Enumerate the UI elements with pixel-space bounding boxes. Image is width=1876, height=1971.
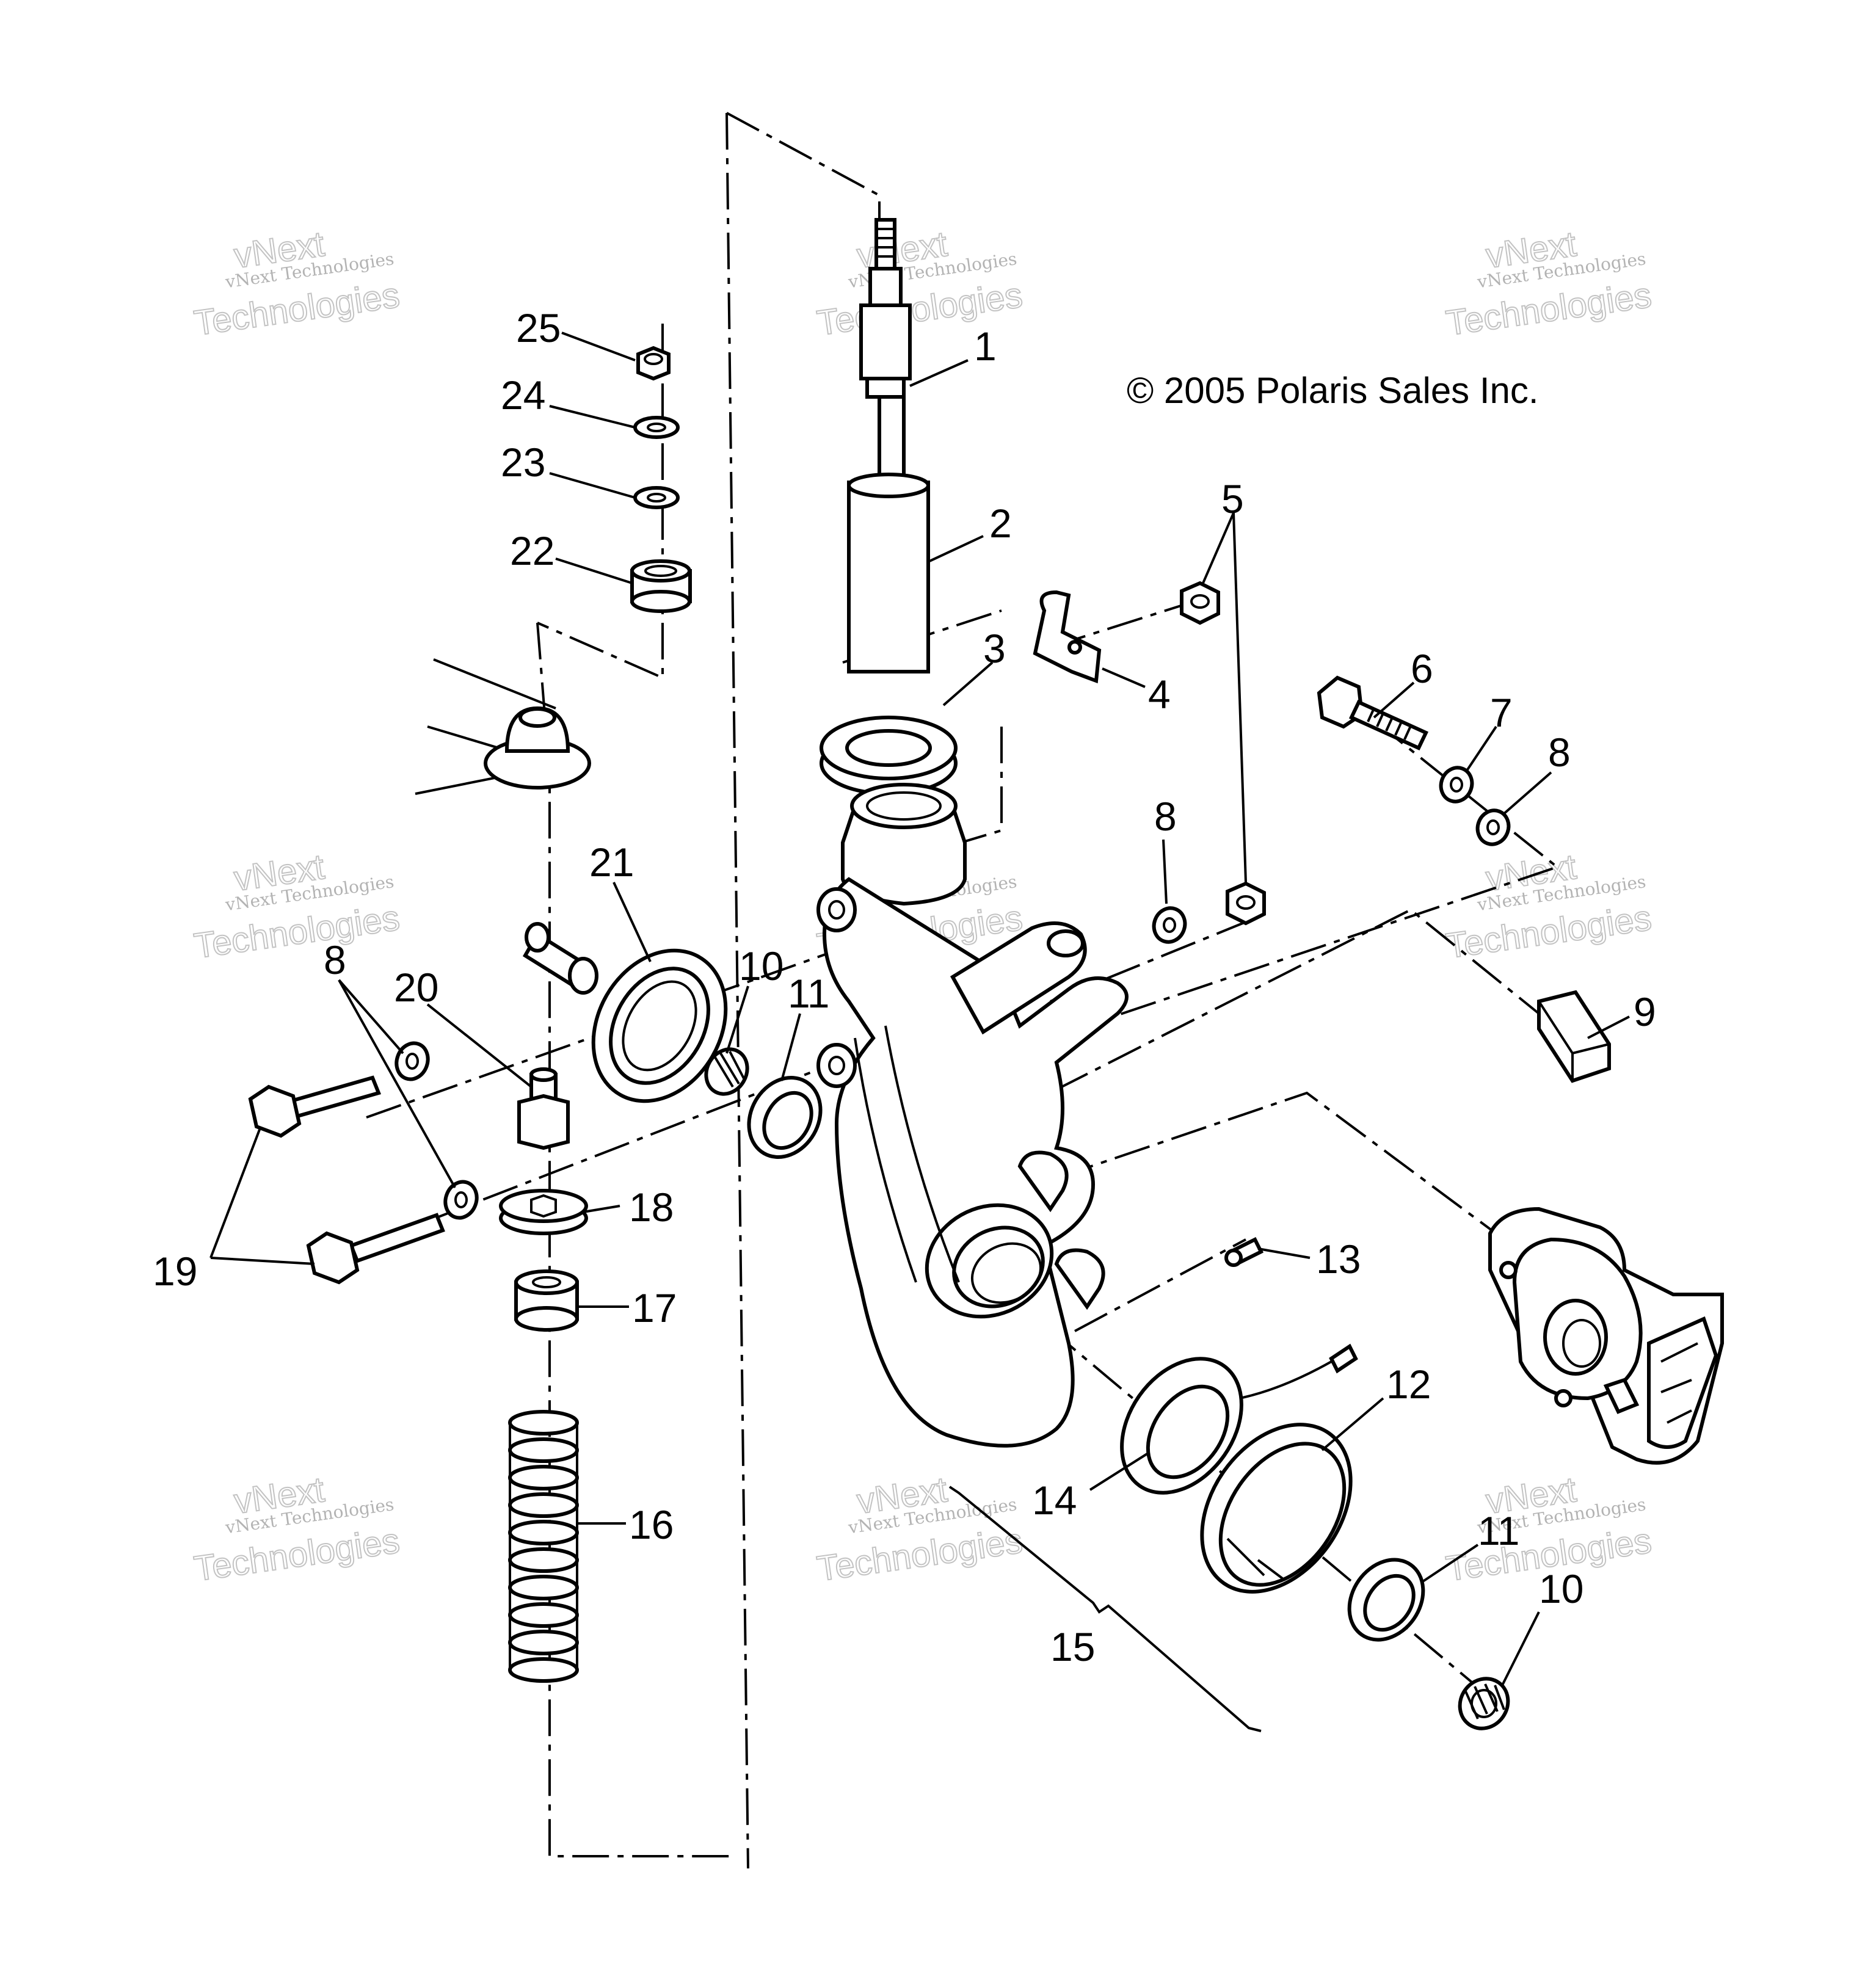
fitting-20 bbox=[517, 1067, 570, 1150]
callout-3: 3 bbox=[983, 626, 1006, 671]
washer-24 bbox=[633, 416, 680, 439]
callout-21: 21 bbox=[589, 840, 634, 885]
watermark-8: vNext vNext Technologies Technologies bbox=[814, 1469, 1025, 1589]
callout-23: 23 bbox=[501, 440, 545, 485]
centerline-vertical-main bbox=[725, 112, 749, 1869]
callout-8-right: 8 bbox=[1548, 730, 1571, 775]
bolt-6 bbox=[1317, 675, 1429, 750]
bracket bbox=[1033, 590, 1102, 684]
bolt-19-lower bbox=[306, 1213, 445, 1285]
upper-mount bbox=[415, 658, 591, 795]
race-12 bbox=[1200, 1423, 1353, 1594]
bushing-22 bbox=[630, 559, 692, 613]
callout-11-upper: 11 bbox=[788, 971, 830, 1016]
svg-text:Technologies: Technologies bbox=[1444, 275, 1654, 343]
svg-text:Technologies: Technologies bbox=[1444, 898, 1654, 966]
callout-4: 4 bbox=[1148, 672, 1171, 717]
callout-20: 20 bbox=[394, 965, 438, 1010]
nut-top bbox=[1180, 581, 1220, 625]
centerline-bolt6 bbox=[976, 719, 1560, 1064]
watermark-7: vNext vNext Technologies Technologies bbox=[191, 1469, 402, 1589]
cap-ring bbox=[820, 716, 958, 796]
spring-16 bbox=[508, 1410, 579, 1683]
watermark-3: vNext vNext Technologies Technologies bbox=[1443, 223, 1654, 344]
callout-8-middle: 8 bbox=[1154, 794, 1177, 839]
leader-lines bbox=[209, 332, 1630, 1686]
centerline-washers-22 bbox=[537, 324, 664, 680]
callout-11-lower: 11 bbox=[1478, 1508, 1520, 1553]
callout-7: 7 bbox=[1490, 690, 1513, 735]
washer-8-right bbox=[1475, 808, 1511, 846]
centerline-caliper bbox=[1001, 1091, 1522, 1253]
bearing-cone-10-lower bbox=[1458, 1677, 1510, 1730]
seal-21 bbox=[591, 948, 728, 1103]
callout-22: 22 bbox=[510, 528, 554, 573]
race-11-lower bbox=[1347, 1558, 1425, 1642]
callout-10-lower: 10 bbox=[1539, 1566, 1583, 1611]
callout-1: 1 bbox=[974, 324, 997, 369]
washer-8-middle bbox=[1152, 906, 1187, 944]
sensor-13 bbox=[1160, 1236, 1358, 1404]
watermark-4: vNext vNext Technologies Technologies bbox=[191, 846, 402, 967]
callout-8-left: 8 bbox=[324, 937, 346, 982]
washer-8-left-bottom bbox=[443, 1180, 479, 1220]
watermark-1: vNext vNext Technologies Technologies bbox=[191, 223, 402, 344]
washer-23 bbox=[633, 486, 680, 509]
callout-15: 15 bbox=[1050, 1624, 1095, 1669]
callout-10-upper: 10 bbox=[739, 943, 783, 989]
centerline-sensor13 bbox=[1074, 1238, 1246, 1332]
block-9 bbox=[1537, 990, 1611, 1083]
callout-12: 12 bbox=[1386, 1362, 1431, 1407]
spring-cap-18 bbox=[499, 1189, 588, 1235]
callout-5: 5 bbox=[1221, 476, 1244, 521]
callout-9: 9 bbox=[1634, 989, 1656, 1034]
seal-14 bbox=[1120, 1357, 1243, 1495]
washer-8-left-top bbox=[394, 1041, 430, 1081]
caliper bbox=[1488, 1207, 1724, 1465]
callout-24: 24 bbox=[501, 372, 545, 418]
callout-18: 18 bbox=[629, 1185, 674, 1230]
svg-text:Technologies: Technologies bbox=[192, 1521, 402, 1589]
centerline-block9 bbox=[1001, 908, 1540, 1119]
svg-text:Technologies: Technologies bbox=[815, 1521, 1025, 1589]
svg-text:Technologies: Technologies bbox=[192, 275, 402, 343]
callout-16: 16 bbox=[629, 1502, 674, 1547]
callout-6: 6 bbox=[1411, 646, 1433, 691]
strut-tube bbox=[847, 473, 930, 673]
callout-19: 19 bbox=[153, 1249, 197, 1294]
svg-text:Technologies: Technologies bbox=[192, 898, 402, 966]
callout-17: 17 bbox=[632, 1285, 677, 1330]
centerline-strut bbox=[726, 112, 881, 220]
watermark-6: vNext vNext Technologies Technologies bbox=[1443, 846, 1654, 967]
callouts: 1 2 3 4 5 6 7 8 8 9 8 20 21 10 11 19 18 … bbox=[153, 305, 1656, 1669]
bushing-17 bbox=[514, 1269, 579, 1332]
callout-25: 25 bbox=[516, 305, 561, 350]
steering-knuckle bbox=[816, 783, 1129, 1448]
bearing-cone-10-upper bbox=[704, 1047, 749, 1096]
callout-2: 2 bbox=[989, 501, 1012, 546]
bolt-19-upper bbox=[248, 1075, 382, 1138]
nut-25 bbox=[636, 346, 671, 381]
callout-13: 13 bbox=[1316, 1236, 1361, 1282]
callout-14: 14 bbox=[1032, 1478, 1077, 1523]
copyright-notice: © 2005 Polaris Sales Inc. bbox=[1127, 370, 1539, 411]
bracket-15 bbox=[948, 1486, 1262, 1732]
washer-7 bbox=[1439, 766, 1474, 804]
nut-middle bbox=[1226, 881, 1266, 926]
pivot-pin bbox=[522, 922, 598, 995]
race-11-upper bbox=[747, 1076, 823, 1159]
strut-shaft bbox=[859, 218, 912, 484]
